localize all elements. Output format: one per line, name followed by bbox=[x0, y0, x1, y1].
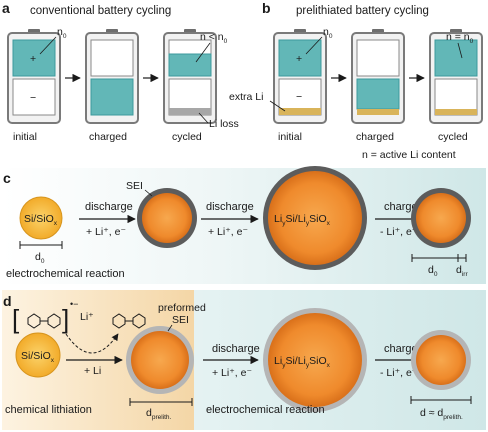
stage-initial: initial bbox=[278, 131, 302, 143]
si-particle bbox=[19, 196, 63, 240]
orange-core bbox=[416, 335, 466, 385]
battery-a-initial: + − bbox=[7, 29, 61, 124]
li-in-label: + Li⁺, e⁻ bbox=[86, 226, 126, 238]
dirr-label: dirr bbox=[456, 264, 468, 278]
panel-d-label: d bbox=[3, 293, 12, 309]
extra-li-fill bbox=[435, 109, 477, 115]
discharge2-label: discharge bbox=[206, 201, 254, 213]
bracket-open: [ bbox=[12, 304, 20, 334]
stage-initial: initial bbox=[13, 131, 37, 143]
teal-fill bbox=[434, 39, 478, 77]
cathode-compartment bbox=[356, 39, 400, 77]
stage-charged: charged bbox=[89, 131, 127, 143]
panel-b: b prelithiated battery cycling + − n0 ex… bbox=[229, 0, 483, 161]
panel-c-label: c bbox=[3, 170, 11, 186]
stage-cycled: cycled bbox=[172, 131, 202, 143]
bracket-close: ] bbox=[62, 304, 69, 334]
preformed-label: preformed bbox=[158, 302, 206, 314]
plus-sign: + bbox=[296, 53, 302, 65]
extra-li-fill bbox=[357, 109, 399, 115]
battery-b-initial: + − bbox=[273, 29, 327, 124]
battery-b-cycled bbox=[429, 29, 483, 124]
plus-sign: + bbox=[30, 53, 36, 65]
charge-label: charge bbox=[384, 343, 418, 355]
n0-label: n0 bbox=[323, 26, 333, 40]
footnote: n = active Li content bbox=[362, 149, 456, 161]
sisio-label: Si/SiOx bbox=[24, 213, 58, 227]
anode-compartment bbox=[12, 78, 56, 116]
li-plus-label: Li⁺ bbox=[80, 311, 94, 323]
d0-right-label: d0 bbox=[428, 264, 438, 278]
battery-a-charged bbox=[85, 29, 139, 124]
panel-d: d [ ] •− Li⁺ Si/SiOx + Li preformed SEI bbox=[2, 290, 486, 430]
lithiated-label: LiySi/LiySiOx bbox=[274, 355, 331, 369]
orange-core bbox=[131, 331, 189, 389]
n-less-label: n < n0 bbox=[200, 31, 228, 45]
panel-a: a conventional battery cycling + − n0 in… bbox=[2, 0, 239, 143]
approx-label: d ≈ dprelith. bbox=[420, 407, 463, 421]
panel-c-caption: electrochemical reaction bbox=[6, 268, 125, 280]
panel-c: c Si/SiOx d0 electrochemical reaction di… bbox=[2, 166, 486, 284]
n0-label: n0 bbox=[57, 26, 67, 40]
discharge-label: discharge bbox=[212, 343, 260, 355]
extra-li-label: extra Li bbox=[229, 91, 263, 103]
d0-label: d0 bbox=[35, 251, 45, 265]
orange-core bbox=[142, 193, 192, 243]
battery-b-charged bbox=[351, 29, 405, 124]
sisio-label: Si/SiOx bbox=[21, 350, 55, 364]
lithiation-arrow bbox=[65, 333, 119, 354]
biphenyl-product-icon bbox=[112, 313, 146, 329]
panel-a-title: conventional battery cycling bbox=[30, 5, 171, 17]
orange-core bbox=[416, 193, 466, 243]
teal-fill bbox=[356, 78, 400, 110]
li-loss-label: Li loss bbox=[209, 118, 239, 130]
sei-label: SEI bbox=[126, 180, 143, 192]
minus-sign: − bbox=[296, 91, 302, 103]
minus-sign: − bbox=[30, 92, 36, 104]
lithiated-label: LiySi/LiySiOx bbox=[274, 213, 331, 227]
stage-charged: charged bbox=[356, 131, 394, 143]
li-in-label: + Li⁺, e⁻ bbox=[212, 367, 252, 379]
teal-fill bbox=[168, 53, 212, 77]
biphenyl-icon bbox=[27, 313, 61, 329]
panel-b-label: b bbox=[262, 0, 271, 16]
extra-li-fill bbox=[279, 108, 321, 115]
preformed-sei-label: SEI bbox=[172, 314, 189, 326]
caption-right: electrochemical reaction bbox=[206, 404, 325, 416]
charge-label: charge bbox=[384, 201, 418, 213]
orange-core bbox=[268, 313, 362, 407]
discharge-label: discharge bbox=[85, 201, 133, 213]
dpre-label: dprelith. bbox=[146, 407, 172, 421]
li-in2-label: + Li⁺, e⁻ bbox=[208, 226, 248, 238]
li-out-label: - Li⁺, e⁻ bbox=[380, 367, 418, 379]
stage-cycled: cycled bbox=[438, 131, 468, 143]
li-out-label: - Li⁺, e⁻ bbox=[380, 226, 418, 238]
panel-a-label: a bbox=[2, 0, 10, 16]
panel-b-title: prelithiated battery cycling bbox=[296, 5, 429, 17]
panel-c-background bbox=[2, 168, 486, 284]
orange-core bbox=[268, 171, 362, 265]
battery-a-cycled bbox=[163, 29, 217, 124]
plus-li-label: + Li bbox=[84, 365, 101, 377]
si-particle bbox=[15, 332, 61, 378]
radical-sup: •− bbox=[70, 299, 78, 309]
cathode-compartment bbox=[90, 39, 134, 77]
li-loss-fill bbox=[169, 108, 211, 115]
caption-left: chemical lithiation bbox=[5, 404, 92, 416]
teal-fill bbox=[90, 78, 134, 116]
n-equal-label: n = n0 bbox=[446, 31, 474, 45]
